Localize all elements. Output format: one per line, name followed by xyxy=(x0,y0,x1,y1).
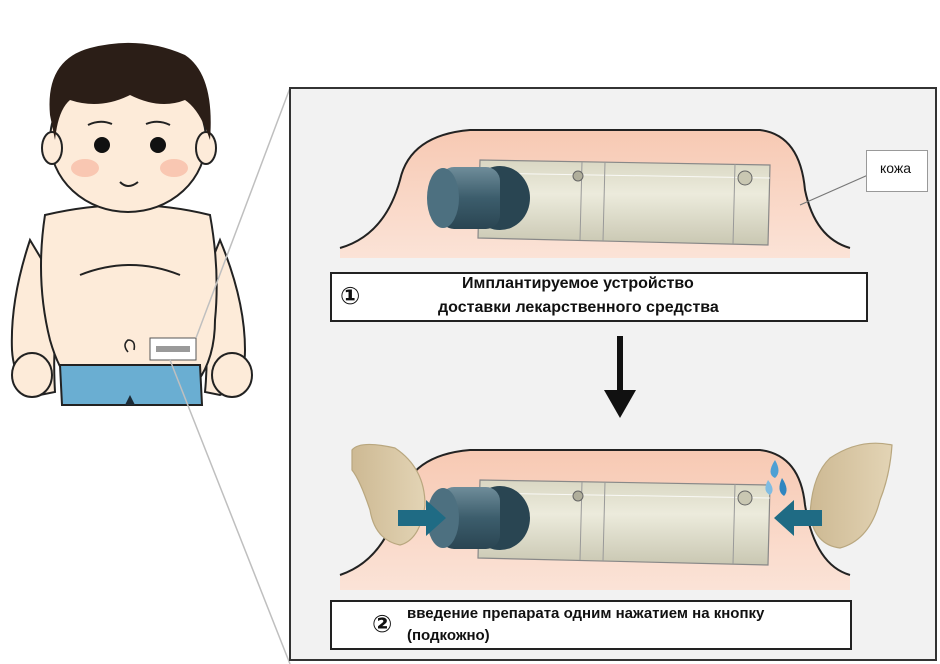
step-2-line-2: (подкожно) xyxy=(407,626,490,646)
implant-indicator-icon xyxy=(150,338,196,360)
step-1-number: ① xyxy=(340,282,360,310)
child-figure xyxy=(12,43,252,405)
step-1-line-2: доставки лекарственного средства xyxy=(438,298,719,318)
step-2-number: ② xyxy=(372,610,392,638)
skin-label: кожа xyxy=(880,160,911,176)
connector-line-bottom xyxy=(170,360,290,664)
scene-1 xyxy=(340,130,850,258)
left-eye xyxy=(94,137,110,153)
right-eye xyxy=(150,137,166,153)
step-2-line-1: введение препарата одним нажатием на кно… xyxy=(407,604,764,624)
step-1-line-1: Имплантируемое устройство xyxy=(462,274,694,294)
